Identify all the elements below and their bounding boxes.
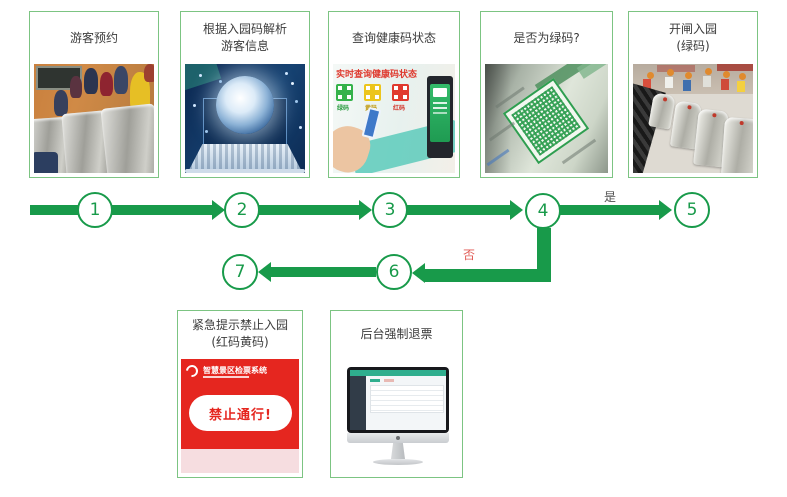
step-box-query-health-code: 查询健康码状态 实时查询健康码状态 绿码 黄码 红码 (328, 11, 460, 178)
step-title: 游客预约 (30, 12, 158, 64)
arrowhead-right-icon (659, 200, 672, 220)
flow-line (95, 205, 212, 215)
flow-node-3: 3 (372, 192, 408, 228)
qr-pattern (511, 86, 581, 156)
person-shape (100, 72, 113, 96)
flow-node-6: 6 (376, 254, 412, 290)
flow-node-7: 7 (222, 254, 258, 290)
person-shape (54, 90, 68, 116)
step-title-line: 后台强制退票 (360, 326, 433, 341)
step-title-line: 游客信息 (220, 39, 269, 53)
header-band-shape (576, 64, 608, 79)
flow-node-4: 4 (525, 193, 561, 229)
admin-buttons-shape (370, 379, 380, 382)
logo-subtext-line (203, 376, 249, 378)
step-title-line: (绿码) (676, 39, 710, 53)
person-shape (84, 68, 98, 94)
photo-laptop-globe (185, 64, 305, 173)
arrowhead-right-icon (212, 200, 225, 220)
system-logo-text: 智慧景区检票系统 (203, 366, 267, 375)
laptop-base-shape (185, 169, 305, 173)
red-qr-icon (392, 84, 409, 101)
photo-backend-monitor (335, 359, 458, 473)
flow-node-1: 1 (77, 192, 113, 228)
step-box-open-gate-enter: 开闸入园 (绿码) (628, 11, 758, 178)
flow-line (271, 267, 376, 277)
admin-topbar-shape (350, 370, 446, 376)
gate-pod-shape (721, 116, 753, 173)
photo-health-code-scan: 实时查询健康码状态 绿码 黄码 红码 (333, 64, 455, 173)
step-title-line: 是否为绿码? (513, 30, 580, 45)
forbid-pill: 禁止通行! (189, 395, 292, 431)
red-code-label: 红码 (393, 105, 406, 112)
green-code-label: 绿码 (337, 105, 350, 112)
no-branch-label: 否 (463, 248, 476, 262)
flow-line-vertical (537, 228, 551, 282)
photo-green-qr-code (485, 64, 608, 173)
step-box-backend-force-refund: 后台强制退票 (330, 310, 463, 478)
person-shape (144, 64, 154, 82)
person-shape (34, 152, 58, 173)
step-title: 查询健康码状态 (329, 12, 459, 64)
laptop-keyboard-shape (189, 144, 301, 170)
data-dots (199, 74, 202, 77)
admin-sidebar-shape (350, 376, 366, 430)
pink-strip (181, 449, 299, 473)
person-shape (114, 66, 128, 94)
turnstile-shape (100, 103, 154, 173)
flow-line (242, 205, 359, 215)
step-title: 根据入园码解析 游客信息 (181, 12, 309, 64)
flow-line (543, 205, 659, 215)
orange-caps (647, 72, 654, 79)
step-title: 后台强制退票 (331, 311, 462, 357)
step-title: 是否为绿码? (481, 12, 612, 64)
flow-line (425, 269, 551, 282)
step-title-line: 查询健康码状态 (351, 30, 436, 45)
photo-turnstile-crowd (34, 64, 154, 173)
forbid-text: 禁止通行! (209, 407, 272, 423)
photo-gate-cctv (633, 64, 753, 173)
flow-line (390, 205, 510, 215)
terminal-screen-shape (430, 84, 450, 142)
red-banner-shape (717, 64, 753, 71)
step-title-line: 游客预约 (69, 30, 118, 45)
globe-shape (216, 76, 274, 134)
step-box-visitor-reservation: 游客预约 (29, 11, 159, 178)
scan-banner-text: 实时查询健康码状态 (336, 70, 418, 80)
apple-logo-icon (396, 436, 400, 440)
step-title-line: (红码黄码) (211, 335, 269, 349)
step-title-line: 开闸入园 (668, 22, 717, 36)
gate-pod-shape (648, 92, 676, 130)
flow-node-5: 5 (674, 192, 710, 228)
arrowhead-right-icon (359, 200, 372, 220)
step-box-emergency-forbid-entry: 紧急提示禁止入园 (红码黄码) 智慧景区检票系统 禁止通行! (177, 310, 303, 478)
arrowhead-right-icon (510, 200, 523, 220)
yes-branch-label: 是 (604, 190, 617, 204)
flow-node-2: 2 (224, 192, 260, 228)
step-box-parse-entry-code: 根据入园码解析 游客信息 (180, 11, 310, 178)
step-title: 紧急提示禁止入园 (红码黄码) (178, 311, 302, 357)
graphic-forbid-passage: 智慧景区检票系统 禁止通行! (181, 359, 299, 473)
step-title-line: 根据入园码解析 (202, 22, 287, 36)
monitor-stand-shape (391, 443, 405, 459)
step-title: 开闸入园 (绿码) (629, 12, 757, 64)
step-box-is-green-code: 是否为绿码? (480, 11, 613, 178)
flow-line (30, 205, 95, 215)
green-qr-icon (336, 84, 353, 101)
people-shapes (643, 79, 651, 90)
teal-corner-shape (185, 64, 222, 92)
admin-table-shape (370, 385, 444, 413)
arrowhead-left-icon (412, 263, 425, 283)
step-title-line: 紧急提示禁止入园 (191, 318, 288, 332)
yellow-qr-icon (364, 84, 381, 101)
arrowhead-left-icon (258, 262, 271, 282)
monitor-base-shape (373, 459, 423, 465)
person-shape (70, 76, 82, 98)
